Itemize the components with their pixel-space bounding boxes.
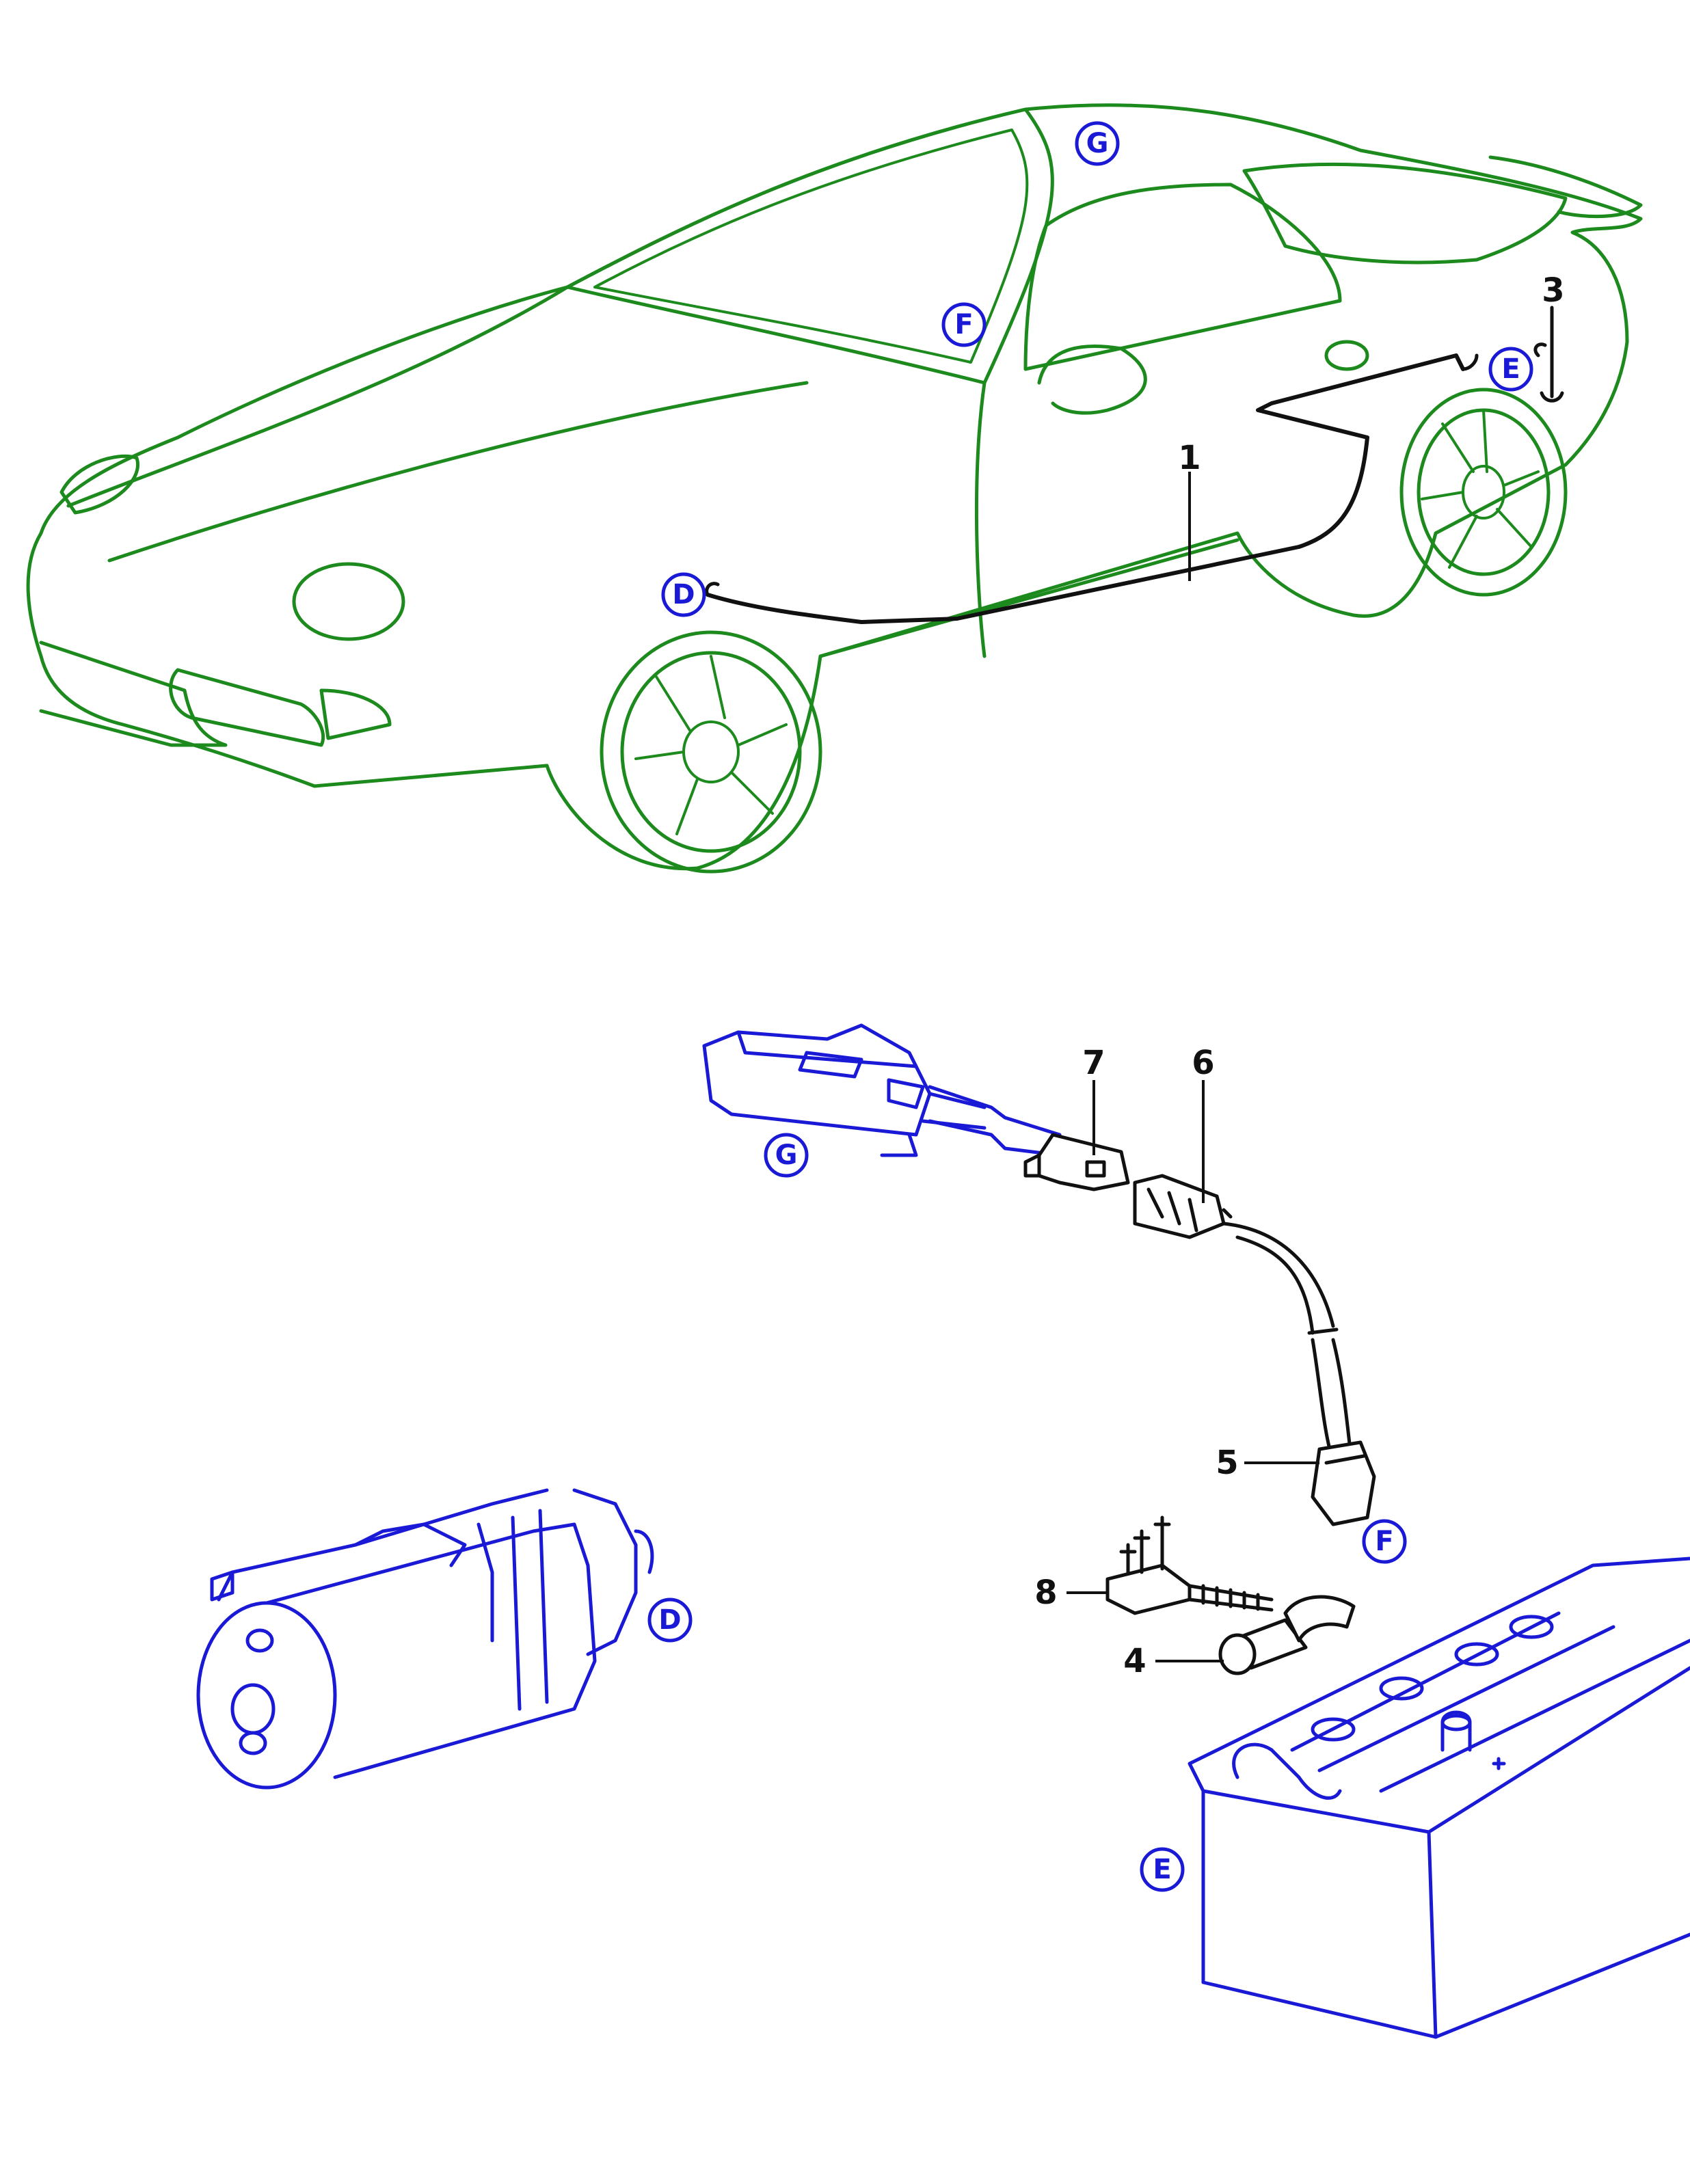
car-fuel-filler	[1324, 340, 1369, 371]
car-rear-wheel	[1399, 388, 1568, 597]
car-mirror	[1037, 345, 1147, 415]
cable-joint	[1307, 1327, 1339, 1335]
control-unit	[702, 1023, 987, 1157]
cable-end-rear	[1461, 353, 1479, 371]
part-number-5: 5	[1216, 1444, 1238, 1482]
callout-car-dash: F	[941, 302, 987, 347]
svg-text:F: F	[1375, 1526, 1393, 1557]
callout-control-unit: G	[764, 1133, 809, 1178]
control-unit-wires	[928, 1085, 1062, 1157]
svg-text:D: D	[658, 1604, 681, 1636]
starter-motor	[196, 1488, 654, 1790]
car-side-window	[1023, 183, 1342, 371]
car-front-wheel	[600, 630, 822, 874]
part-number-6: 6	[1192, 1044, 1214, 1082]
svg-text:G: G	[775, 1140, 798, 1171]
svg-text:E: E	[1501, 353, 1520, 385]
car-hood-crease	[107, 381, 809, 563]
part-number-4: 4	[1123, 1642, 1146, 1680]
car-hood-line	[66, 285, 569, 508]
callout-starter: D	[647, 1597, 693, 1643]
car-rear-hatch	[1242, 162, 1568, 265]
socket-cable	[1222, 1222, 1335, 1335]
car-front-grille	[169, 668, 325, 747]
cable-end-front	[705, 582, 720, 597]
battery	[1188, 1556, 1690, 2039]
connector-6	[1133, 1174, 1233, 1239]
socket-5	[1311, 1440, 1376, 1526]
car-foglamp	[319, 688, 392, 740]
svg-text:G: G	[1086, 128, 1109, 159]
callout-car-roof: G	[1075, 121, 1120, 166]
car-windshield-inner	[593, 129, 1029, 364]
svg-text:E: E	[1153, 1854, 1171, 1885]
connector-7	[1023, 1133, 1130, 1191]
rear-clip	[1533, 306, 1564, 403]
callout-socket: F	[1362, 1519, 1407, 1564]
callout-car-rear: E	[1488, 347, 1533, 392]
part-number-8: 8	[1034, 1574, 1057, 1612]
car-body-outline	[26, 103, 1643, 871]
svg-text:D: D	[672, 579, 695, 610]
socket-cable-lower	[1311, 1338, 1352, 1451]
car-headlamp-left	[59, 454, 139, 515]
part-number-1: 1	[1178, 439, 1201, 477]
car-spoiler	[1488, 155, 1643, 219]
part-number-3: 3	[1542, 271, 1564, 310]
car-windshield	[565, 107, 1054, 385]
car-sill-line	[818, 538, 1239, 658]
car-door-line	[974, 381, 987, 658]
car-illustration	[26, 103, 1643, 874]
car-front-bumper	[39, 641, 228, 747]
part-number-7: 7	[1082, 1044, 1105, 1082]
callout-battery: E	[1140, 1847, 1185, 1892]
battery-cable	[706, 353, 1465, 624]
terminal-block-8	[1105, 1515, 1274, 1615]
clamp-4	[1218, 1595, 1356, 1675]
svg-text:F: F	[954, 309, 973, 340]
car-headlamp-right	[292, 562, 405, 641]
callout-car-front: D	[661, 572, 706, 617]
